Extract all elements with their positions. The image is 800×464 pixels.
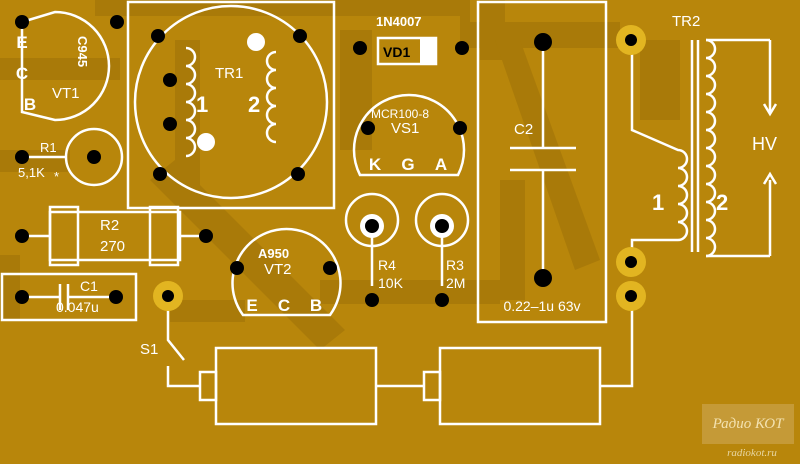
- tr2-ref: TR2: [672, 13, 700, 30]
- watermark: Радио КОТ radiokot.ru: [702, 404, 794, 459]
- vs1-outline: [352, 93, 466, 177]
- vt1-part: C945: [75, 36, 90, 67]
- tr1-ring: [133, 4, 329, 200]
- r4-ref: R4: [378, 257, 396, 273]
- s1-ref: S1: [140, 341, 158, 358]
- vd1-ref: VD1: [383, 44, 410, 60]
- watermark-site: radiokot.ru: [727, 447, 777, 459]
- vs1-pin-a: A: [435, 155, 447, 174]
- vt1-pin-e: E: [16, 33, 27, 52]
- tr1-winding-1: 1: [196, 92, 208, 117]
- c2-outline: [476, 0, 608, 324]
- c2-value: 0.22–1u 63v: [503, 298, 580, 314]
- vt1-pin-b: B: [24, 95, 36, 114]
- r3-ref: R3: [446, 257, 464, 273]
- vs1-pin-g: G: [401, 155, 414, 174]
- c1-value: 0.047u: [56, 299, 99, 315]
- watermark-title: Радио КОТ: [712, 416, 786, 432]
- drill-holes: [15, 15, 552, 307]
- tr1-ref: TR1: [215, 65, 243, 82]
- vt1-outline: [20, 10, 111, 122]
- c1-outline: [0, 272, 138, 322]
- tr2-winding-2: 2: [716, 190, 728, 215]
- r1-ref: R1: [40, 140, 57, 155]
- tr1-outline: [126, 0, 336, 210]
- c2-ref: C2: [514, 121, 533, 138]
- r2-ref: R2: [100, 217, 119, 234]
- c1-ref: C1: [80, 278, 98, 294]
- vt2-ref: VT2: [264, 261, 292, 278]
- vt2-pin-e: E: [246, 296, 257, 315]
- vs1-part: MCR100-8: [371, 107, 429, 121]
- vt2-part: A950: [258, 246, 289, 261]
- tr2-output: HV: [752, 134, 777, 154]
- vs1-ref: VS1: [391, 120, 419, 137]
- r3-value: 2M: [446, 275, 465, 291]
- r1-value: 5,1K: [18, 165, 45, 180]
- vt1-pin-c: C: [16, 64, 28, 83]
- vt2-pin-b: B: [310, 296, 322, 315]
- tr2-winding-1: 1: [652, 190, 664, 215]
- r2-value: 270: [100, 238, 125, 255]
- vs1-pin-k: K: [369, 155, 382, 174]
- pads: [153, 25, 646, 311]
- tr1-winding-2: 2: [248, 92, 260, 117]
- r4-value: 10K: [378, 275, 404, 291]
- silkscreen: [0, 0, 778, 426]
- vt2-pin-c: C: [278, 296, 290, 315]
- vt1-ref: VT1: [52, 85, 80, 102]
- vt2-outline: [231, 227, 342, 317]
- vd1-part: 1N4007: [376, 14, 422, 29]
- vd1-cathode-band: [420, 38, 436, 64]
- r1-mark: *: [54, 169, 59, 184]
- labels: C945 E C B VT1 TR1 1 2 1N4007 VD1 MCR100…: [16, 13, 777, 358]
